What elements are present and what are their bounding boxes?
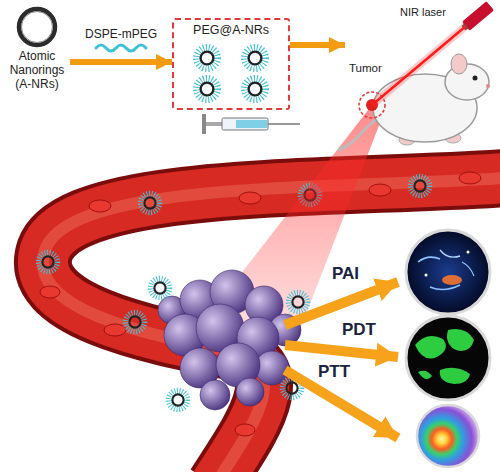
pdt-fluorescence (418, 371, 432, 380)
tumor-cell (255, 351, 289, 385)
pdt-disc (406, 316, 490, 400)
peg-nanoring (289, 293, 307, 311)
peg-nanoring (39, 253, 57, 271)
pai-signal (430, 285, 460, 290)
laser-body (462, 1, 494, 31)
outcome-arrow (285, 345, 398, 357)
ptt-thermal (417, 405, 479, 467)
tumor-cell (200, 380, 230, 410)
pdt-fluorescence (415, 336, 446, 358)
blood-cell (104, 324, 126, 336)
peg-nanoring (411, 177, 429, 195)
nanoring (19, 9, 55, 45)
peg-nanoring (245, 79, 266, 100)
pdt-fluorescence (447, 329, 474, 351)
outcome-arrow (285, 282, 398, 325)
pai-speck (425, 274, 428, 277)
blood-cell (40, 286, 60, 298)
vessel-wall (43, 178, 500, 472)
laser-label: NIR laser (400, 6, 446, 19)
pai-speck (467, 251, 470, 254)
peg-nanoring (245, 48, 266, 69)
peg-nanoring (197, 79, 218, 100)
laser-beam (372, 26, 466, 105)
mouse-node: Tumor (345, 30, 495, 160)
modality-label: PTT (318, 362, 350, 382)
box-title: PEG@A-NRs (174, 23, 288, 37)
peg-nanoring (151, 279, 169, 297)
mouse-outline (345, 30, 495, 160)
material-name: Atomic Nanorings (A-NRs) (4, 50, 70, 91)
blood-cells (40, 172, 481, 436)
laser-glow (372, 26, 466, 105)
nanoring-shine (22, 12, 53, 43)
pai-signal (462, 262, 474, 276)
modality-label: PDT (342, 320, 376, 340)
ptt-image (417, 405, 479, 467)
peg-chain (96, 45, 146, 51)
syringe-plunger (206, 122, 224, 126)
pai-image (406, 230, 490, 314)
syringe (202, 114, 300, 134)
peg-nanoring (126, 313, 144, 331)
syringe-needle (268, 123, 300, 125)
dashed-box: PEG@A-NRs (172, 18, 290, 110)
syringe-thumb (202, 114, 206, 134)
blood-cell (369, 184, 391, 196)
pai-disc (406, 230, 490, 314)
modality-label: PAI (332, 264, 359, 284)
syringe-barrel (222, 118, 268, 130)
peg-nanoring (141, 194, 159, 212)
edge-label: DSPE-mPEG (83, 28, 159, 42)
pdt-image (406, 316, 490, 400)
nanoring-node: Atomic Nanorings (A-NRs) (4, 4, 70, 91)
peg-nanoring (197, 48, 218, 69)
blood-vessel (43, 178, 500, 472)
blood-cell (235, 424, 255, 436)
pdt-fluorescence (440, 368, 470, 384)
tumor-label: Tumor (349, 62, 382, 75)
pai-signal (418, 257, 440, 262)
syringe-liquid (236, 120, 267, 128)
mouse-eye (473, 76, 478, 81)
mouse-tail (339, 118, 379, 150)
flow-arrow (70, 59, 172, 65)
nanoring-outline (4, 4, 70, 50)
vessel-highlight (43, 178, 500, 472)
mouse-ear (451, 54, 467, 74)
tumor-cell (236, 378, 264, 406)
blood-cell (239, 192, 261, 204)
peg-nanoring (169, 391, 187, 409)
tumor-cluster (158, 270, 301, 410)
mouse-nose (486, 84, 490, 88)
mouse-head (445, 64, 489, 100)
pai-hotspot (442, 275, 462, 285)
pai-signal (440, 250, 460, 257)
blood-cell (89, 200, 111, 212)
flow-arrow (290, 42, 345, 48)
blood-cell (459, 172, 481, 184)
